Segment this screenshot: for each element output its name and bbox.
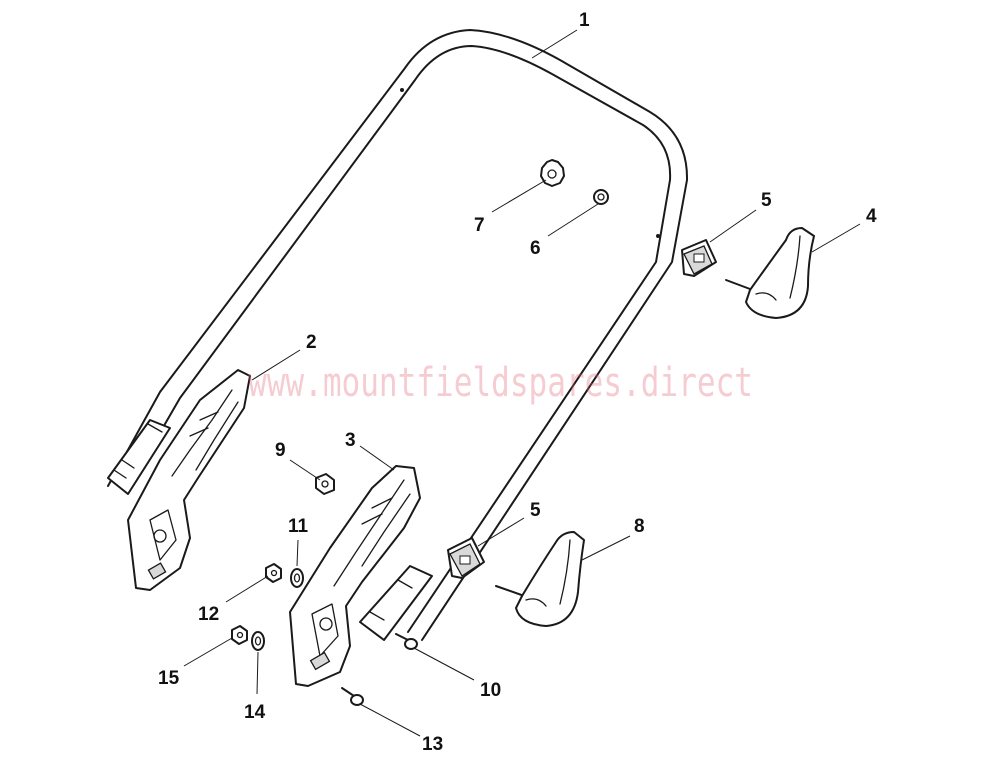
leader-5a xyxy=(709,209,757,243)
leader-15 xyxy=(183,637,233,667)
leader-8 xyxy=(581,535,631,561)
callout-5b: 5 xyxy=(530,500,541,521)
leader-3 xyxy=(359,445,395,471)
callout-7: 7 xyxy=(474,215,485,236)
callout-11: 11 xyxy=(288,516,309,537)
callout-15: 15 xyxy=(158,668,180,689)
leader-5b xyxy=(477,517,525,547)
nut-9[interactable] xyxy=(315,473,335,495)
callout-3: 3 xyxy=(345,430,356,451)
nut-12[interactable] xyxy=(265,563,282,583)
nut-6[interactable] xyxy=(593,189,609,205)
callout-5a: 5 xyxy=(761,190,772,211)
right-handle-bracket[interactable] xyxy=(289,465,421,687)
callout-13: 13 xyxy=(422,734,443,755)
callout-2: 2 xyxy=(306,332,317,353)
watermark-text: www.mountfieldspares.direct xyxy=(248,360,753,406)
washer-11[interactable] xyxy=(290,568,304,588)
star-knob-7[interactable] xyxy=(540,159,565,187)
leader-6 xyxy=(547,203,599,237)
leader-14 xyxy=(256,651,259,695)
callout-4: 4 xyxy=(866,206,877,227)
clamp-block-lower[interactable] xyxy=(447,537,485,579)
leader-9 xyxy=(289,459,321,481)
handle-tube[interactable] xyxy=(107,29,689,641)
callout-9: 9 xyxy=(275,440,286,461)
upper-lever-knob[interactable] xyxy=(725,227,815,319)
leader-12 xyxy=(225,575,269,603)
left-handle-bracket[interactable] xyxy=(127,369,251,591)
clamp-block-upper[interactable] xyxy=(681,239,717,277)
leader-10 xyxy=(413,647,475,681)
callout-1: 1 xyxy=(579,10,590,31)
bolt-10[interactable] xyxy=(395,633,418,650)
leader-4 xyxy=(811,223,861,253)
leader-11 xyxy=(296,539,299,567)
callout-6: 6 xyxy=(530,238,541,259)
leader-1 xyxy=(531,29,578,59)
callout-labels: 1 2 3 4 5 5 6 7 8 9 10 11 12 13 14 15 xyxy=(158,10,877,755)
leader-2 xyxy=(251,349,301,381)
washer-14[interactable] xyxy=(251,631,265,651)
bolt-13[interactable] xyxy=(341,687,364,706)
callout-8: 8 xyxy=(634,516,645,537)
leader-lines xyxy=(183,29,861,737)
lower-lever-knob[interactable] xyxy=(495,531,585,627)
callout-10: 10 xyxy=(480,680,501,701)
leader-7 xyxy=(491,179,547,213)
nut-15[interactable] xyxy=(231,625,248,645)
callout-12: 12 xyxy=(198,604,219,625)
leader-13 xyxy=(359,703,421,737)
callout-14: 14 xyxy=(244,702,266,723)
